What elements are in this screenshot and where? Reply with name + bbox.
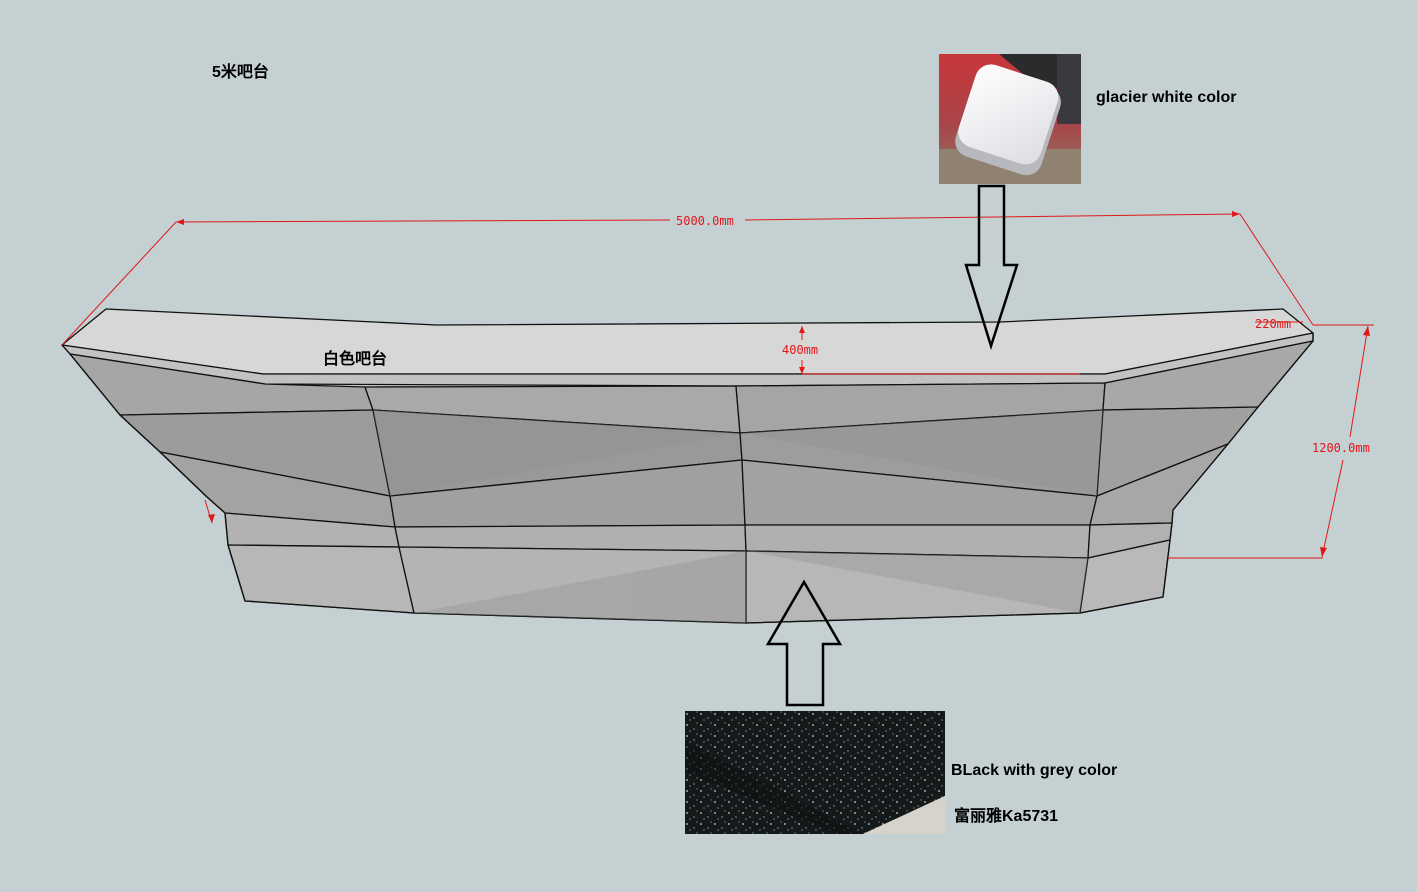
body-panel-left-bottom (227, 544, 415, 614)
diagram-title: 5米吧台 (212, 64, 269, 81)
dimension-depth: 220mm (1255, 317, 1291, 331)
dimension-length: 5000.0mm (676, 214, 734, 228)
bar-counter (61, 308, 1314, 624)
white-material-label: glacier white color (1096, 89, 1237, 106)
counter-top-surface (61, 308, 1314, 375)
black-material-label: BLack with grey color (951, 762, 1118, 779)
counter-outline (61, 333, 1314, 624)
black-grey-sample-photo (685, 711, 945, 834)
top-surface-label: 白色吧台 (323, 351, 388, 368)
dimension-lines (61, 213, 1374, 559)
dimension-arrows (176, 211, 1370, 557)
dimension-top-thickness: 400mm (782, 343, 818, 357)
black-material-code: 富丽雅Ka5731 (954, 808, 1059, 825)
glacier-white-sample-photo (939, 54, 1081, 184)
dimension-height: 1200.0mm (1312, 441, 1370, 455)
facet-shading (373, 410, 1103, 623)
arrow-up-icon (765, 579, 843, 707)
arrow-down-icon (964, 184, 1019, 351)
